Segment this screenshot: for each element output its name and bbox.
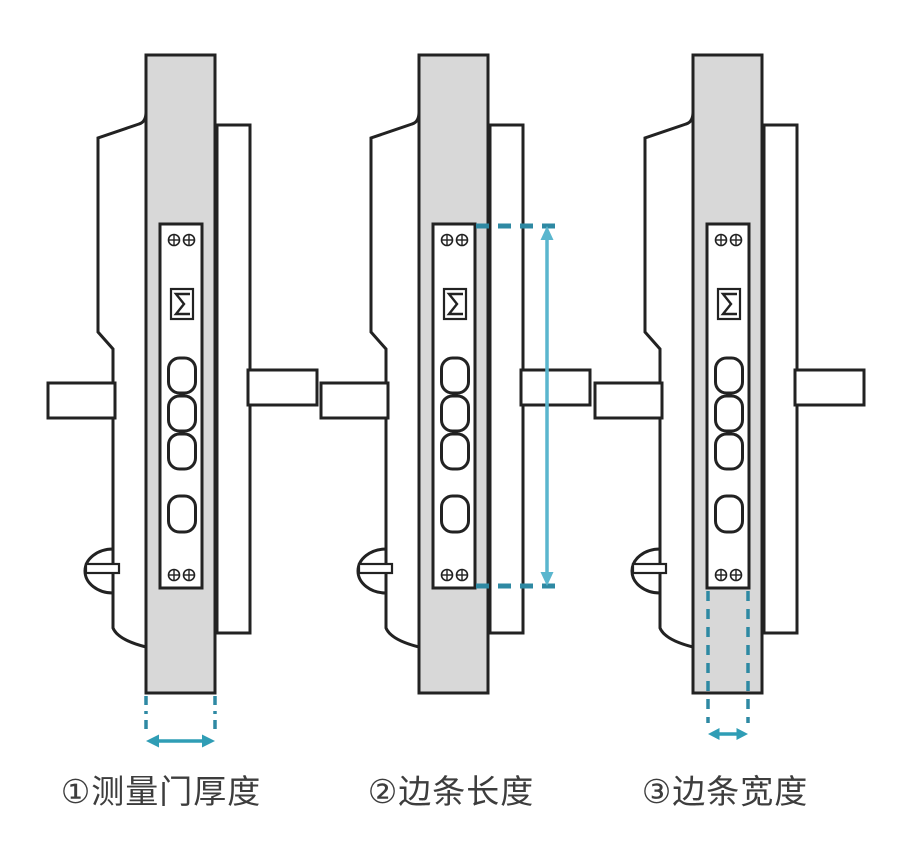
lock-diagram-step3 [593, 53, 866, 695]
caption-step1: ①测量门厚度 [60, 772, 262, 811]
measure-strip-length [476, 223, 560, 589]
measure-door-thickness [144, 696, 217, 748]
lock-diagram-step2 [319, 53, 592, 695]
caption-step2: ②边条长度 [367, 772, 535, 811]
caption-step3: ③边条宽度 [641, 772, 809, 811]
lock-diagram-step1 [46, 53, 319, 695]
lock-measurement-diagram [46, 53, 866, 748]
measure-strip-width [706, 591, 750, 740]
